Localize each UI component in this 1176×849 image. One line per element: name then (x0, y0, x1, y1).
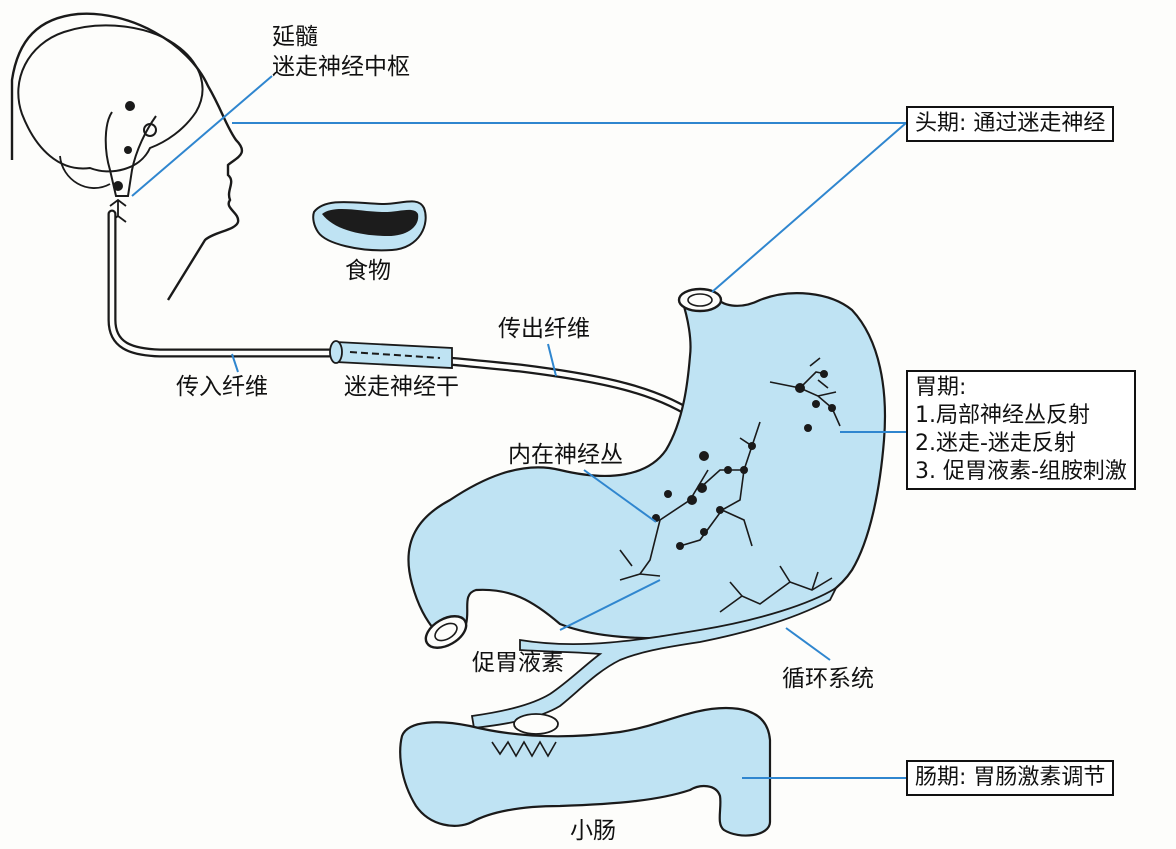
vagal-center-label: 迷走神经中枢 (272, 54, 410, 80)
circulation-vessel (470, 585, 839, 729)
food-label: 食物 (345, 258, 391, 284)
head-outline (10, 12, 243, 301)
vagus-trunk-label: 迷走神经干 (344, 374, 459, 400)
esophagus-opening (677, 287, 723, 313)
food-icon (322, 208, 419, 236)
afferent-fiber-label: 传入纤维 (176, 374, 268, 400)
gastric-phase-title: 胃期: (915, 375, 967, 400)
cerebellum-outline (59, 155, 111, 189)
brain-outline (17, 24, 204, 173)
intrinsic-plexus-label: 内在神经丛 (508, 442, 623, 468)
intestinal-villi (513, 713, 559, 735)
intestinal-phase-box: 肠期: 胃肠激素调节 (906, 760, 1115, 796)
intestinal-phase-text: 肠期: 胃肠激素调节 (915, 765, 1106, 790)
efferent-fiber-label: 传出纤维 (498, 316, 590, 342)
medulla-label: 延髓 (272, 24, 318, 50)
stomach (407, 292, 887, 640)
cephalic-phase-text: 头期: 通过迷走神经 (915, 111, 1106, 136)
gastric-phase-item: 3. 促胃液素-组胺刺激 (915, 459, 1127, 484)
gastric-phase-item: 2.迷走-迷走反射 (915, 431, 1076, 456)
vagus-trunk-band (329, 340, 453, 369)
brainstem-nucleus (143, 123, 157, 137)
brain-neuron (125, 101, 135, 111)
small-intestine-label: 小肠 (570, 818, 616, 844)
circulation-label: 循环系统 (782, 666, 874, 692)
gastrin-label: 促胃液素 (472, 650, 564, 676)
vagus-nerve (107, 209, 715, 475)
cephalic-phase-box: 头期: 通过迷走神经 (906, 106, 1115, 142)
small-intestine (399, 706, 772, 837)
leader-lines (131, 75, 907, 779)
gastric-phase-item: 1.局部神经丛反射 (915, 403, 1090, 428)
pylorus-opening (424, 615, 468, 649)
brain-neuron (113, 181, 123, 191)
gastric-phase-box: 胃期: 1.局部神经丛反射 2.迷走-迷走反射 3. 促胃液素-组胺刺激 (906, 370, 1136, 490)
brain-neuron (124, 146, 132, 154)
plexus-neurons (652, 370, 836, 550)
